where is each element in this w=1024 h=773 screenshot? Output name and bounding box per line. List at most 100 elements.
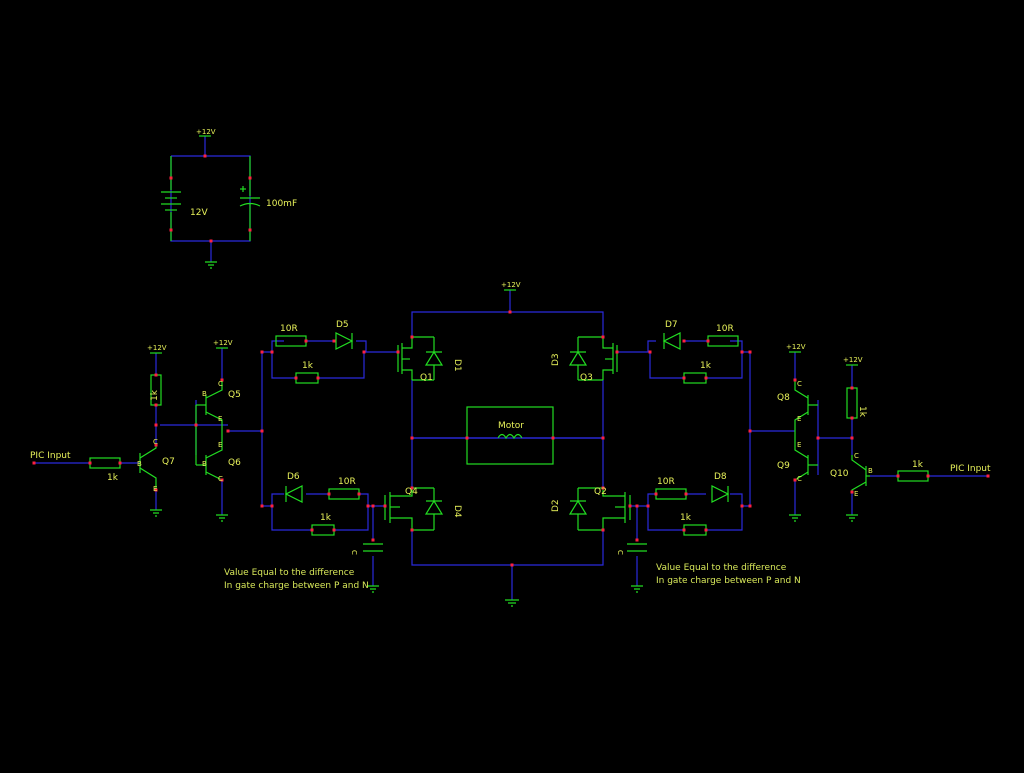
junction-dot — [169, 176, 173, 180]
junction-dot — [704, 528, 708, 532]
junction-dot — [646, 504, 650, 508]
q6-label: Q6 — [228, 458, 241, 468]
q10-pin-c: C — [854, 452, 859, 460]
c-right-label: C — [616, 550, 624, 555]
junction-dot — [371, 504, 375, 508]
junction-dot — [383, 504, 387, 508]
junction-dot — [248, 176, 252, 180]
capacitor-main-label: 100mF — [266, 199, 297, 209]
junction-dot — [316, 376, 320, 380]
r-lower-right-10r-label: 10R — [657, 477, 675, 487]
wires — [34, 136, 988, 600]
r-lower-right-1k-label: 1k — [680, 513, 692, 523]
junction-dot — [270, 350, 274, 354]
supply-q8-label: +12V — [786, 343, 806, 351]
junction-dot — [615, 350, 619, 354]
q7-pin-e: E — [153, 485, 157, 493]
junction-dot — [203, 154, 207, 158]
q7-pin-c: C — [153, 438, 158, 446]
junction-dot — [248, 228, 252, 232]
freewheel-diodes — [412, 336, 603, 531]
pic-input-right-label: PIC Input — [950, 464, 991, 474]
q8-label: Q8 — [777, 393, 790, 403]
junction-dot — [260, 504, 264, 508]
junction-dot — [682, 339, 686, 343]
junction-dot — [628, 504, 632, 508]
q5-label: Q5 — [228, 390, 241, 400]
junction-dot — [32, 461, 36, 465]
junction-dot — [194, 423, 198, 427]
pic-input-left-label: PIC Input — [30, 451, 71, 461]
junction-dot — [220, 378, 224, 382]
junction-dot — [896, 474, 900, 478]
q10-pin-e: E — [854, 490, 858, 498]
junction-dot — [508, 310, 512, 314]
junction-dot — [154, 423, 158, 427]
q6-pin-b: B — [202, 460, 207, 468]
junction-dot — [601, 335, 605, 339]
junction-dot — [601, 436, 605, 440]
junction-dot — [410, 335, 414, 339]
q2-label: Q2 — [594, 487, 607, 497]
junction-dot — [327, 492, 331, 496]
battery-label: 12V — [190, 208, 208, 218]
junction-dot — [748, 350, 752, 354]
motor-symbol — [412, 406, 603, 465]
junction-dot — [986, 474, 990, 478]
bjt-transistors — [139, 380, 870, 492]
junction-dot — [410, 436, 414, 440]
junction-dot — [748, 429, 752, 433]
note-left-line-1: Value Equal to the difference — [224, 568, 355, 578]
d3-label: D3 — [551, 353, 561, 366]
junction-dot — [682, 528, 686, 532]
junction-dot — [635, 538, 639, 542]
d7-label: D7 — [665, 320, 678, 330]
junction-dot — [371, 538, 375, 542]
q6-pin-e: E — [218, 441, 222, 449]
q9-pin-c: C — [797, 475, 802, 483]
junction-dot — [850, 416, 854, 420]
q10-label: Q10 — [830, 469, 849, 479]
junction-dot — [465, 436, 469, 440]
junction-dot — [816, 436, 820, 440]
q8-pin-e: E — [797, 415, 801, 423]
junction-dot — [850, 490, 854, 494]
junction-dot — [682, 376, 686, 380]
mosfets — [384, 337, 631, 530]
junction-dot — [260, 350, 264, 354]
junction-dot — [654, 492, 658, 496]
gate-capacitors — [363, 543, 647, 552]
junction-dot — [684, 492, 688, 496]
junction-dot — [793, 378, 797, 382]
ground-symbols — [150, 261, 858, 607]
r-upper-right-10r-label: 10R — [716, 324, 734, 334]
capacitor-main-symbol — [239, 156, 261, 241]
junction-dot — [169, 228, 173, 232]
junction-dot — [220, 478, 224, 482]
r-lower-left-1k-label: 1k — [320, 513, 332, 523]
r-left-in-label: 1k — [107, 473, 119, 483]
junction-dot — [154, 488, 158, 492]
junction-dot — [332, 339, 336, 343]
d5-label: D5 — [336, 320, 349, 330]
junction-dot — [226, 429, 230, 433]
r-upper-left-1k-label: 1k — [302, 361, 314, 371]
junction-dot — [310, 528, 314, 532]
junction-dot — [748, 504, 752, 508]
d1-label: D1 — [452, 359, 462, 372]
motor-label: Motor — [498, 421, 524, 431]
q6-pin-c: C — [218, 475, 223, 483]
q7-label: Q7 — [162, 457, 175, 467]
r-lower-left-10r-label: 10R — [338, 477, 356, 487]
d4-label: D4 — [452, 505, 462, 518]
junction-dot — [850, 436, 854, 440]
junction-dot — [154, 373, 158, 377]
junction-dot — [551, 436, 555, 440]
q10-pin-b: B — [868, 467, 873, 475]
q3-label: Q3 — [580, 373, 593, 383]
r-left-pull-label: 1k — [150, 389, 160, 401]
junction-dot — [926, 474, 930, 478]
junction-dot — [410, 486, 414, 490]
d8-label: D8 — [714, 472, 727, 482]
